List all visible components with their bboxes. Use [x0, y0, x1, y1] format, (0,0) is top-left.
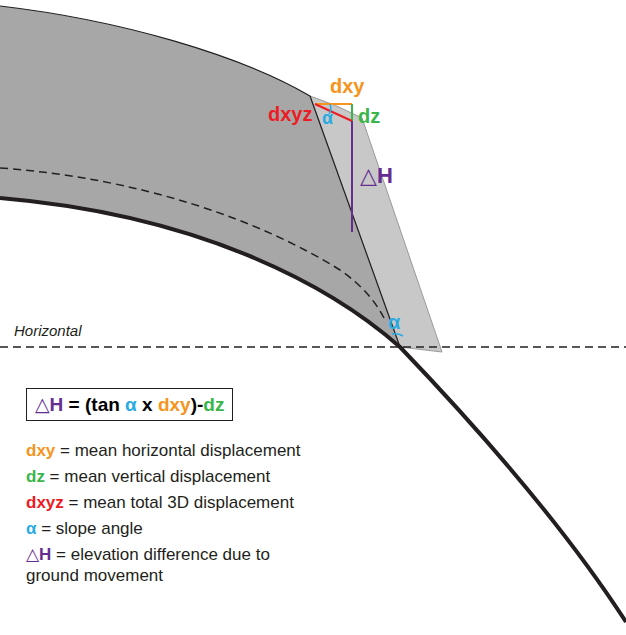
slope-band — [0, 6, 400, 347]
failure-plane — [310, 96, 400, 347]
dz-line — [351, 104, 353, 121]
legend-line: dxyz = mean total 3D displacement — [26, 492, 294, 513]
ground-profile — [0, 198, 626, 622]
legend-line: α = slope angle — [26, 518, 143, 539]
legend-line: △H = elevation difference due to ground … — [26, 544, 276, 587]
horizontal-line — [0, 346, 626, 348]
formula-box: △H = (tan α x dxy)-dz — [26, 388, 233, 421]
dxyz-line — [315, 104, 352, 121]
alpha-label: α — [388, 310, 400, 335]
dxy-line — [315, 103, 352, 105]
horizontal-label: Horizontal — [14, 322, 82, 341]
alpha-label: α — [322, 107, 333, 130]
dxyz-label: dxyz — [268, 102, 312, 127]
formula-text: △H = (tan α x dxy)-dz — [35, 393, 224, 416]
legend-line: dxy = mean horizontal displacement — [26, 440, 301, 461]
dxy-label: dxy — [330, 74, 364, 99]
dh-label: △H — [360, 162, 393, 190]
dz-label: dz — [358, 104, 380, 129]
legend-line: dz = mean vertical displacement — [26, 466, 270, 487]
angle-arc — [392, 334, 403, 336]
dh-line — [351, 121, 353, 232]
dashed-surface — [0, 168, 386, 322]
